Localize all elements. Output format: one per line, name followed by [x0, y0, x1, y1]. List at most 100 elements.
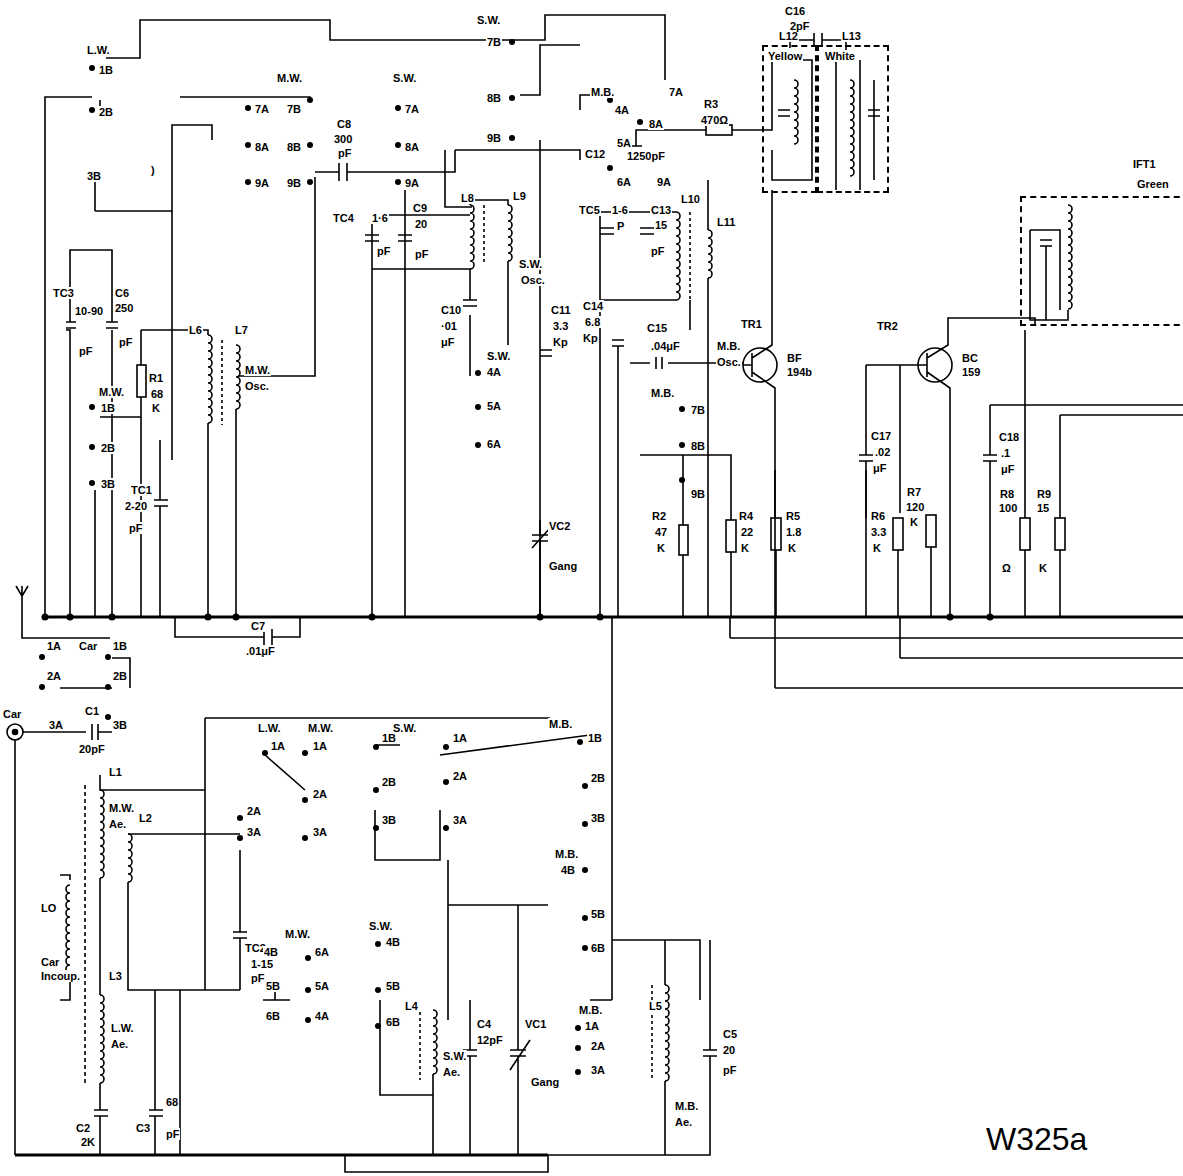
component-label: L9	[512, 190, 527, 202]
component-label: 12pF	[476, 1034, 504, 1046]
component-label: 2B	[98, 106, 114, 118]
component-label: K	[151, 402, 161, 414]
component-label: 10-90	[74, 305, 104, 317]
component-label: pF	[128, 522, 143, 534]
component-label: 6.8	[584, 316, 601, 328]
component-label: 2B	[100, 442, 116, 454]
component-label: μF	[440, 336, 455, 348]
component-label: 3A	[590, 1064, 606, 1076]
component-label: 2A	[246, 805, 262, 817]
component-label: 2B	[112, 670, 128, 682]
component-label: pF	[250, 972, 265, 984]
component-label: μF	[872, 462, 887, 474]
component-label: S.W.	[368, 920, 393, 932]
component-label: M.W.	[284, 928, 311, 940]
component-label: 2B	[381, 776, 397, 788]
component-label: S.W.	[518, 258, 543, 270]
component-label: M.W.	[108, 802, 135, 814]
component-label: Ae.	[442, 1066, 461, 1078]
component-label: 1B	[381, 732, 397, 744]
component-label: 7B	[286, 103, 302, 115]
component-label: 1A	[584, 1020, 600, 1032]
component-label: S.W.	[442, 1050, 467, 1062]
component-label: 20pF	[78, 743, 106, 755]
component-label: 3B	[590, 812, 606, 824]
component-label: 8B	[486, 92, 502, 104]
component-label: LO	[40, 902, 57, 914]
component-label: K	[909, 516, 919, 528]
component-label: 8B	[690, 440, 706, 452]
component-label: Ae.	[110, 1038, 129, 1050]
component-label: L8	[460, 192, 475, 204]
figure-number: W325a	[985, 1122, 1088, 1157]
component-label: L10	[680, 193, 701, 205]
component-label: 7B	[486, 36, 502, 48]
component-label: 5A	[486, 400, 502, 412]
component-label: 8A	[404, 141, 420, 153]
component-label: Ω	[1001, 562, 1012, 574]
component-label: R9	[1036, 488, 1052, 500]
component-label: 9A	[404, 177, 420, 189]
component-label: C16	[784, 5, 806, 17]
component-label: TC5	[578, 204, 601, 216]
component-label: R8	[999, 488, 1015, 500]
component-label: C11	[550, 304, 572, 316]
component-label: 1B	[100, 402, 116, 414]
component-label: 5A	[314, 980, 330, 992]
component-label: 5A	[616, 137, 632, 149]
component-label: L2	[138, 812, 153, 824]
component-label: 7A	[254, 103, 270, 115]
component-label: TC1	[130, 484, 153, 496]
component-label: pF	[337, 147, 352, 159]
color-code: Green	[1136, 178, 1170, 190]
component-label: K	[872, 542, 882, 554]
component-label: 8A	[254, 141, 270, 153]
component-label: Osc.	[716, 356, 742, 368]
component-label: S.W.	[486, 350, 511, 362]
component-label: M.B.	[578, 1004, 603, 1016]
component-label: pF	[414, 248, 429, 260]
component-label: 1A	[312, 740, 328, 752]
component-label: M.B.	[650, 387, 675, 399]
component-label: Gang	[548, 560, 578, 572]
component-label: C2	[75, 1122, 91, 1134]
component-label: 1-15	[250, 958, 274, 970]
component-label: 1B	[587, 732, 603, 744]
component-label: 4B	[263, 946, 279, 958]
component-label: 9A	[656, 176, 672, 188]
component-label: R5	[785, 510, 801, 522]
component-label: 7B	[690, 404, 706, 416]
component-label: C9	[412, 202, 428, 214]
component-label: TR1	[740, 318, 763, 330]
component-label: pF	[650, 245, 665, 257]
component-label: L11	[716, 216, 736, 228]
component-label: 68	[165, 1096, 179, 1108]
component-label: R7	[906, 486, 922, 498]
color-code: Yellow	[767, 50, 803, 62]
component-label: 1A	[270, 740, 286, 752]
component-label: 2A	[452, 770, 468, 782]
coil-name: IFT1	[1132, 158, 1157, 170]
component-label: 1·6	[371, 212, 389, 224]
component-label: C6	[114, 287, 130, 299]
component-label: 15	[654, 219, 668, 231]
component-label: .01μF	[245, 645, 276, 657]
component-label: 9B	[286, 177, 302, 189]
component-label: BF	[786, 352, 803, 364]
component-label: pF	[722, 1064, 737, 1076]
component-label: 3A	[452, 814, 468, 826]
component-label: Osc.	[520, 274, 546, 286]
component-label: L7	[234, 324, 249, 336]
component-label: Ae.	[674, 1116, 693, 1128]
component-label: .1	[1000, 447, 1011, 459]
component-label: M.B.	[716, 340, 741, 352]
component-label: 7A	[668, 86, 684, 98]
component-label: 9A	[254, 177, 270, 189]
component-label: 1B	[112, 640, 128, 652]
component-label: C3	[135, 1122, 151, 1134]
component-label: 4A	[486, 366, 502, 378]
component-label: M.W.	[244, 364, 271, 376]
component-label: 470Ω	[700, 114, 729, 126]
component-label: L5	[648, 1000, 663, 1012]
component-label: 2-20	[124, 500, 148, 512]
